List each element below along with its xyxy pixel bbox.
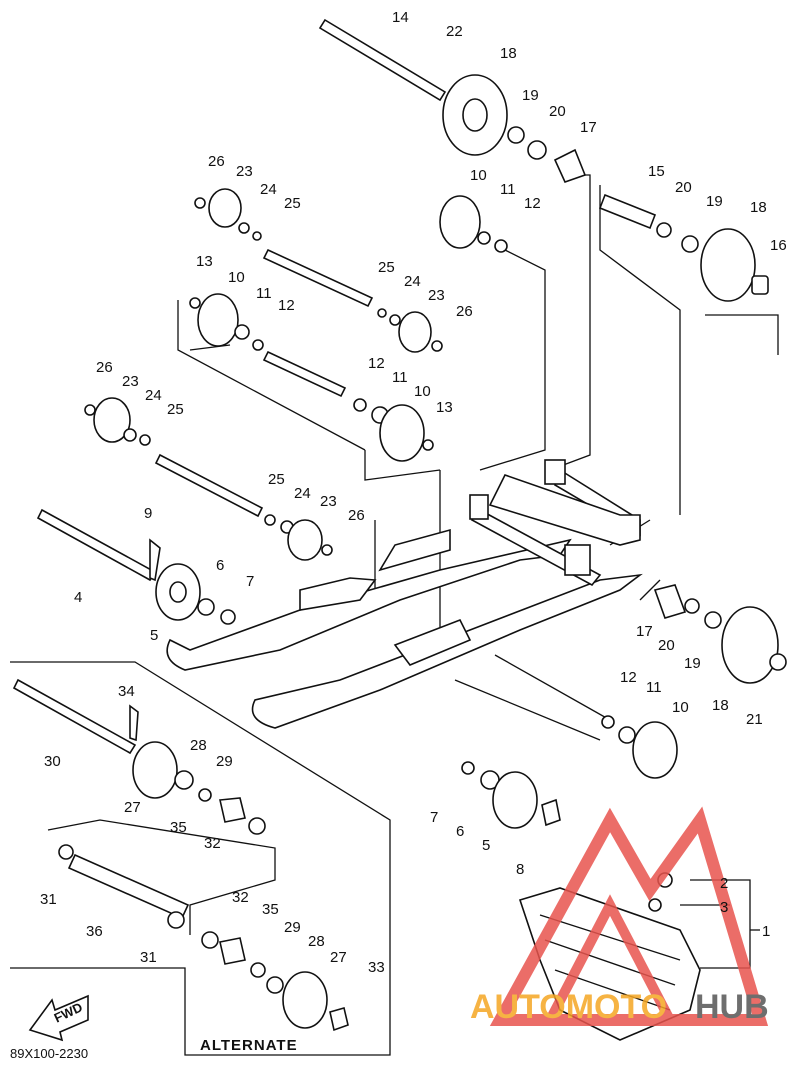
callout-12: 12 (368, 355, 385, 372)
callout-15: 15 (648, 163, 665, 180)
callout-22: 22 (446, 23, 463, 40)
callout-27: 27 (330, 949, 347, 966)
callout-7: 7 (430, 809, 438, 826)
callout-26: 26 (96, 359, 113, 376)
callout-10: 10 (470, 167, 487, 184)
callout-23: 23 (320, 493, 337, 510)
skid-frame (166, 459, 643, 729)
callout-17: 17 (636, 623, 653, 640)
callout-4: 4 (74, 589, 82, 606)
callout-13: 13 (196, 253, 213, 270)
callout-9: 9 (144, 505, 152, 522)
callout-17: 17 (580, 119, 597, 136)
callout-25: 25 (284, 195, 301, 212)
callout-31: 31 (140, 949, 157, 966)
callout-2: 2 (720, 875, 728, 892)
callout-12: 12 (524, 195, 541, 212)
callout-33: 33 (368, 959, 385, 976)
shaft-4 (36, 508, 157, 582)
callout-24: 24 (404, 273, 421, 290)
leader-lines (10, 174, 779, 1056)
watermark-logo: AUTOMOTO HUB (470, 806, 769, 1026)
watermark-text-auto: AUTOMOTO (470, 988, 667, 1026)
shaft-30 (12, 678, 137, 755)
callout-10: 10 (414, 383, 431, 400)
callout-6: 6 (456, 823, 464, 840)
callout-28: 28 (308, 933, 325, 950)
callout-5: 5 (150, 627, 158, 644)
callout-16: 16 (770, 237, 787, 254)
callout-27: 27 (124, 799, 141, 816)
callout-25: 25 (378, 259, 395, 276)
callout-19: 19 (684, 655, 701, 672)
callout-25: 25 (268, 471, 285, 488)
callout-36: 36 (86, 923, 103, 940)
callout-24: 24 (145, 387, 162, 404)
callout-23: 23 (236, 163, 253, 180)
watermark-text-hub: HUB (695, 988, 769, 1026)
fwd-arrow-icon: FWD (28, 994, 89, 1042)
callout-3: 3 (720, 899, 728, 916)
callout-20: 20 (549, 103, 566, 120)
callout-numbers: 14 22 18 19 20 17 26 23 24 25 10 11 12 1… (40, 9, 787, 976)
callout-18: 18 (750, 199, 767, 216)
callout-19: 19 (706, 193, 723, 210)
shaft-mid1 (262, 248, 374, 308)
callout-18: 18 (500, 45, 517, 62)
callout-32: 32 (204, 835, 221, 852)
callout-30: 30 (44, 753, 61, 770)
callout-19: 19 (522, 87, 539, 104)
callout-10: 10 (672, 699, 689, 716)
callout-20: 20 (675, 179, 692, 196)
callout-23: 23 (122, 373, 139, 390)
callout-7: 7 (246, 573, 254, 590)
callout-32: 32 (232, 889, 249, 906)
callout-14: 14 (392, 9, 409, 26)
shaft-mid2 (262, 350, 347, 398)
callout-11: 11 (500, 181, 516, 198)
callout-35: 35 (170, 819, 187, 836)
callout-11: 11 (392, 369, 408, 386)
callout-35: 35 (262, 901, 279, 918)
callout-25: 25 (167, 401, 184, 418)
callout-29: 29 (284, 919, 301, 936)
callout-13: 13 (436, 399, 453, 416)
diagram-code: 89X100-2230 (10, 1046, 88, 1061)
callout-26: 26 (348, 507, 365, 524)
callout-12: 12 (278, 297, 295, 314)
callout-31: 31 (40, 891, 57, 908)
callout-18: 18 (712, 697, 729, 714)
callout-5: 5 (482, 837, 490, 854)
callout-1: 1 (762, 923, 770, 940)
shafts (12, 18, 657, 920)
callout-24: 24 (294, 485, 311, 502)
callout-8: 8 (516, 861, 524, 878)
callout-21: 21 (746, 711, 763, 728)
shaft-15 (598, 193, 657, 230)
callout-11: 11 (646, 679, 662, 696)
callout-26: 26 (456, 303, 473, 320)
shaft-mid3 (154, 453, 264, 518)
callout-10: 10 (228, 269, 245, 286)
callout-34: 34 (118, 683, 135, 700)
wheels (58, 74, 787, 1032)
callout-26: 26 (208, 153, 225, 170)
callout-23: 23 (428, 287, 445, 304)
callout-20: 20 (658, 637, 675, 654)
callout-24: 24 (260, 181, 277, 198)
callout-6: 6 (216, 557, 224, 574)
alternate-label: ALTERNATE (200, 1037, 298, 1054)
shaft-36 (67, 853, 190, 920)
shaft-14 (318, 18, 447, 102)
callout-11: 11 (256, 285, 272, 302)
callout-29: 29 (216, 753, 233, 770)
callout-12: 12 (620, 669, 637, 686)
callout-28: 28 (190, 737, 207, 754)
